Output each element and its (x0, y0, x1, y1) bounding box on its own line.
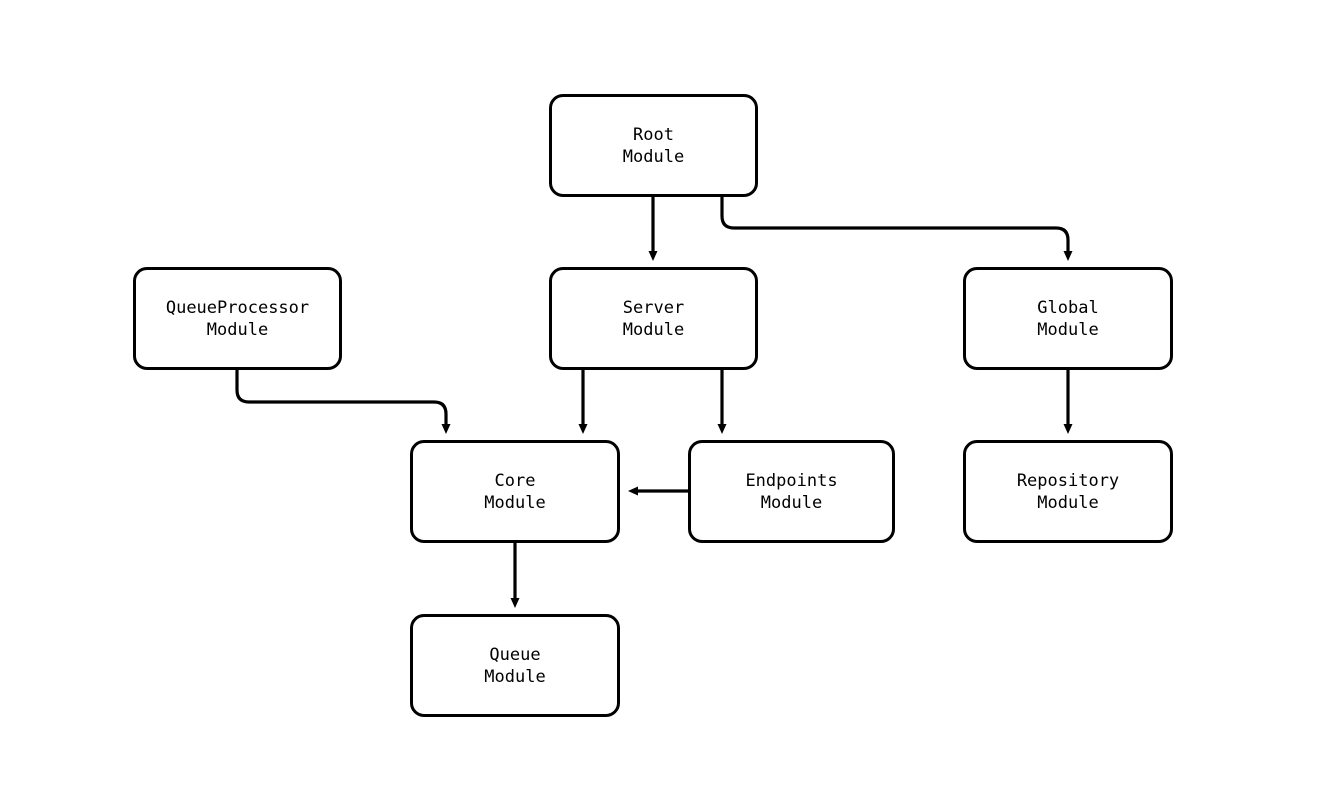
edge-root-to-global (720, 197, 1073, 261)
node-global[interactable]: Global Module (963, 267, 1173, 370)
node-queue-label: Queue Module (484, 644, 546, 687)
edge-queueprocessor-to-core (235, 370, 451, 434)
node-root-label: Root Module (622, 124, 685, 167)
node-queue[interactable]: Queue Module (410, 614, 620, 717)
node-root[interactable]: Root Module (549, 94, 758, 197)
node-global-label: Global Module (1037, 297, 1099, 340)
node-endpoints[interactable]: Endpoints Module (688, 440, 895, 543)
node-core[interactable]: Core Module (410, 440, 620, 543)
node-server-label: Server Module (622, 297, 685, 340)
node-endpoints-label: Endpoints Module (745, 470, 838, 513)
node-repository-label: Repository Module (1016, 470, 1120, 513)
node-core-label: Core Module (484, 470, 546, 513)
node-queueprocessor-label: QueueProcessor Module (165, 297, 310, 340)
node-repository[interactable]: Repository Module (963, 440, 1173, 543)
node-server[interactable]: Server Module (549, 267, 758, 370)
node-queueprocessor[interactable]: QueueProcessor Module (133, 267, 342, 370)
